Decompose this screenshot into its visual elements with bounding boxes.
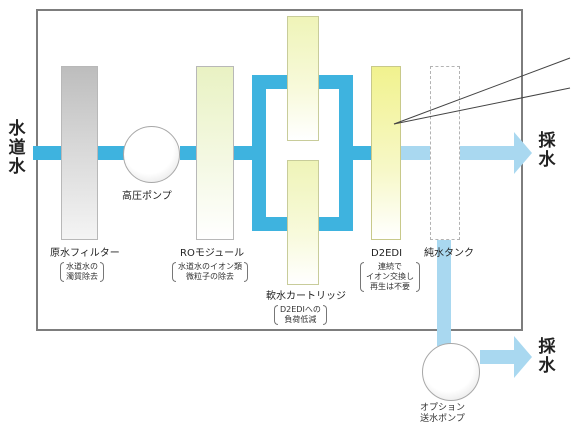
raw-water-filter — [61, 66, 98, 240]
cartridge-note-line-1: D2EDIへの — [280, 305, 321, 314]
ro-label: ROモジュール — [180, 248, 245, 259]
d2edi-note-text: 連続で イオン交換し 再生は不要 — [360, 262, 420, 292]
cartridge-note-line-2: 負荷低減 — [284, 315, 317, 324]
paren-right — [100, 262, 104, 282]
pipe-bracket-right-top — [318, 75, 353, 89]
pipe-option-to-outlet — [480, 350, 500, 364]
cartridge-label: 軟水カートリッジ — [266, 291, 346, 302]
filter-note-text: 水道水の 濁質除去 — [60, 262, 104, 282]
paren-right — [416, 262, 420, 292]
option-pump-label: オプション 送水ポンプ — [420, 403, 465, 425]
filter-note: 水道水の 濁質除去 — [60, 262, 104, 282]
callout-pointer — [393, 57, 571, 125]
pipe-filter-to-pump — [98, 146, 128, 160]
ro-note: 水道水のイオン類 微粒子の除去 — [172, 262, 248, 282]
paren-left — [360, 262, 364, 292]
ro-note-line-2: 微粒子の除去 — [186, 272, 234, 281]
filter-note-line-2: 濁質除去 — [66, 272, 98, 281]
d2edi-note-line-2: イオン交換し — [366, 272, 414, 281]
softener-cartridge-upper — [287, 16, 319, 141]
pipe-bracket-left-bottom — [252, 217, 288, 231]
outlet-option-label: 採水 — [536, 338, 558, 376]
d2edi-note-line-3: 再生は不要 — [370, 282, 410, 291]
pipe-inlet — [33, 146, 61, 160]
cartridge-note-text: D2EDIへの 負荷低減 — [274, 305, 327, 325]
d2edi-note: 連続で イオン交換し 再生は不要 — [360, 262, 420, 292]
pipe-bracket-left-top — [252, 75, 288, 89]
paren-left — [274, 305, 278, 325]
pipe-bracket-right-bottom — [318, 217, 353, 231]
high-pressure-pump-icon — [123, 126, 180, 183]
pipe-bracket-left-vertical — [252, 75, 266, 231]
outlet-arrow-main — [496, 132, 532, 174]
pipe-tank-to-outlet — [460, 146, 500, 160]
pipe-option-vertical — [437, 231, 451, 346]
inlet-label-text: 水道水 — [8, 119, 26, 177]
filter-note-line-1: 水道水の — [66, 262, 98, 271]
inlet-label: 水道水 — [6, 120, 28, 177]
high-pressure-pump-label: 高圧ポンプ — [122, 191, 172, 202]
pipe-edi-to-tank — [401, 146, 430, 160]
system-frame — [36, 9, 523, 331]
option-pump-label-line-2: 送水ポンプ — [420, 414, 465, 424]
ro-module — [196, 66, 234, 240]
outlet-arrow-option — [496, 336, 532, 378]
tank-label: 純水タンク — [424, 248, 474, 259]
filter-label: 原水フィルター — [50, 248, 120, 259]
paren-right — [244, 262, 248, 282]
pure-water-tank — [430, 66, 460, 240]
paren-right — [322, 305, 327, 325]
ro-note-text: 水道水のイオン類 微粒子の除去 — [172, 262, 248, 282]
d2edi-label: D2EDI — [371, 248, 403, 259]
option-pump-label-line-1: オプション — [420, 403, 466, 413]
pipe-bracket-right-vertical — [339, 75, 353, 231]
outlet-option-text: 採水 — [538, 337, 556, 376]
pipe-pump-to-ro — [180, 146, 196, 160]
pipe-cartridge-to-edi — [353, 146, 371, 160]
d2edi-note-line-1: 連続で — [378, 262, 402, 271]
option-pump-icon — [422, 343, 480, 401]
outlet-main-text: 採水 — [538, 131, 556, 170]
d2edi-unit — [371, 66, 401, 240]
paren-left — [60, 262, 64, 282]
softener-cartridge-lower — [287, 160, 319, 285]
paren-left — [172, 262, 176, 282]
ro-note-line-1: 水道水のイオン類 — [178, 262, 242, 271]
outlet-main-label: 採水 — [536, 132, 558, 170]
cartridge-note: D2EDIへの 負荷低減 — [274, 305, 327, 325]
